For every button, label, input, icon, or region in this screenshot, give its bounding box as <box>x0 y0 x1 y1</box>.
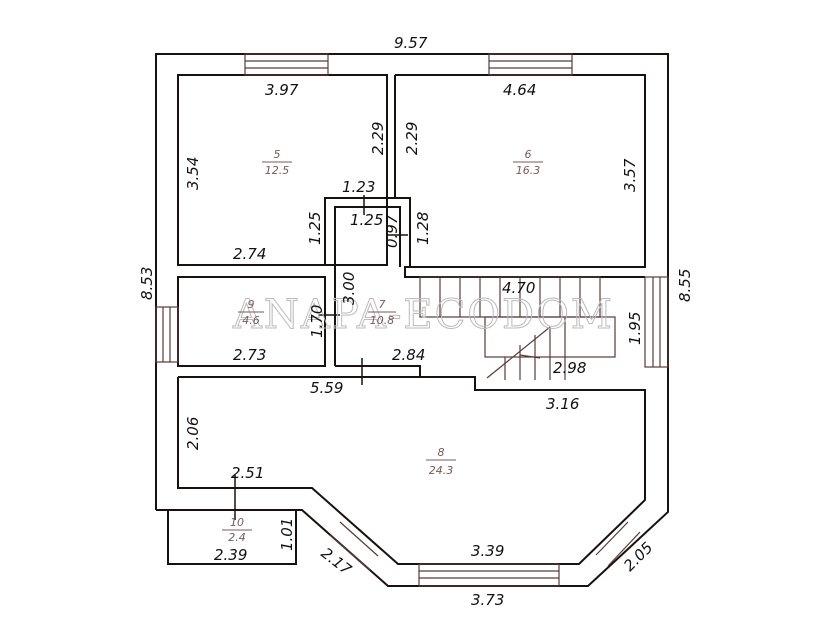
dimension-label: 3.73 <box>471 591 504 609</box>
room-6: 616.3 <box>513 148 543 177</box>
dimension-label: 1.25 <box>306 212 324 245</box>
room-8: 824.3 <box>426 446 456 477</box>
dimension-label: 3.39 <box>471 542 504 560</box>
dimension-label: 2.4 <box>228 531 246 544</box>
dimension-label: 1.23 <box>342 178 375 196</box>
dimension-label: 3.54 <box>184 157 202 190</box>
room-10: 102.4 <box>222 516 252 544</box>
dimension-label: 2.84 <box>392 346 425 364</box>
dimension-label: 2.06 <box>184 417 202 450</box>
room-9: 94.6 <box>238 298 264 327</box>
dimension-label: 2.74 <box>233 245 266 263</box>
dimension-label: 2.98 <box>553 359 586 377</box>
dimension-label: 10.8 <box>370 314 395 327</box>
dimension-label: 8.53 <box>138 267 156 300</box>
dimension-label: 2.05 <box>620 538 656 574</box>
dimension-label: 8.55 <box>676 269 694 302</box>
room-7: 710.8 <box>368 298 396 327</box>
staircase <box>419 276 616 380</box>
dimension-label: 3.97 <box>265 81 299 99</box>
dimension-label: 3.16 <box>546 395 579 413</box>
dimension-label: 4.70 <box>502 279 535 297</box>
dimension-label: 1.95 <box>626 312 644 345</box>
watermark: ANAPA-ECODOM <box>232 292 614 338</box>
dimension-label: 3.00 <box>340 272 358 305</box>
dimension-label: 2.73 <box>233 346 266 364</box>
dimension-label: 0.97 <box>383 214 401 248</box>
dimension-label: 2.29 <box>369 122 387 155</box>
dimension-label: 2.17 <box>318 544 356 579</box>
dimension-label: 1.28 <box>414 212 432 245</box>
dimension-label: 5 <box>274 148 281 161</box>
room-5: 512.5 <box>262 148 292 177</box>
dimension-label: 1.70 <box>308 305 326 338</box>
dimension-label: 5.59 <box>310 379 343 397</box>
dimension-label: 9 <box>248 298 255 311</box>
dimension-label: 3.57 <box>621 158 639 192</box>
dimension-label: 9.57 <box>394 34 428 52</box>
dimension-label: 6 <box>525 148 532 161</box>
dimension-label: 2.51 <box>231 464 264 482</box>
windows <box>155 53 669 587</box>
dimension-label: 24.3 <box>429 464 454 477</box>
dimension-label: 7 <box>379 298 386 311</box>
dimension-label: 10 <box>230 516 244 529</box>
dimension-label: 1.25 <box>350 211 383 229</box>
room-labels: 512.5 616.3 94.6 710.8 824.3 102.4 <box>222 148 543 544</box>
dimension-label: 4.6 <box>242 314 260 327</box>
dimension-label: 2.39 <box>214 546 247 564</box>
dimension-label: 4.64 <box>503 81 536 99</box>
dimension-label: 12.5 <box>265 164 290 177</box>
dimension-label: 8 <box>438 446 445 459</box>
dimension-label: 1.01 <box>278 518 296 551</box>
dimension-label: 2.29 <box>403 122 421 155</box>
dimension-label: 16.3 <box>516 164 541 177</box>
dimension-ticks <box>234 195 408 520</box>
